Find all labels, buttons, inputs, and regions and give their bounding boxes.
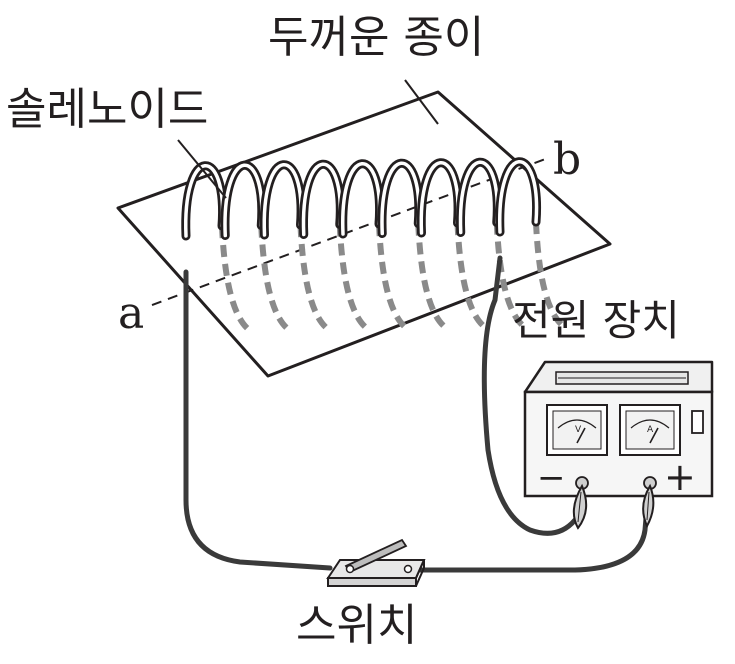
plus-terminal-label: +: [664, 455, 696, 499]
clip-negative: [572, 483, 588, 530]
switch-label: 스위치: [296, 600, 418, 651]
coil-loop-highlight: [498, 160, 539, 234]
coil-hidden-segment: [258, 225, 294, 335]
ammeter-mark: A: [647, 425, 654, 435]
point-b-label: b: [553, 134, 582, 185]
wire-switch-to-supply: [417, 515, 649, 573]
solenoid-hidden-part: [219, 221, 568, 335]
coil-hidden-segment: [415, 223, 451, 333]
clip-positive: [642, 483, 655, 529]
solenoid-coil: [181, 157, 542, 241]
power-supply-label: 전원 장치: [512, 296, 680, 345]
knife-switch: [326, 538, 426, 587]
wire-right: [481, 255, 578, 536]
power-supply: [523, 360, 714, 498]
solenoid-label: 솔레노이드: [6, 84, 209, 135]
coil-hidden-segment: [376, 223, 411, 333]
solenoid-leader-line: [177, 139, 227, 199]
paper-label: 두꺼운 종이: [268, 12, 485, 63]
voltmeter-mark: V: [575, 425, 582, 435]
axis-line: [151, 157, 549, 306]
coil-hidden-segment: [493, 222, 529, 332]
coil-hidden-segment: [336, 224, 372, 334]
coil-hidden-segment: [297, 224, 333, 334]
point-a-label: a: [118, 288, 145, 339]
minus-terminal-label: −: [537, 458, 566, 498]
paper-leader-line: [404, 79, 439, 125]
coil-hidden-segment: [454, 222, 490, 332]
coil-hidden-segment: [533, 221, 568, 331]
wire-left: [183, 269, 333, 571]
coil-hidden-segment: [219, 225, 254, 335]
